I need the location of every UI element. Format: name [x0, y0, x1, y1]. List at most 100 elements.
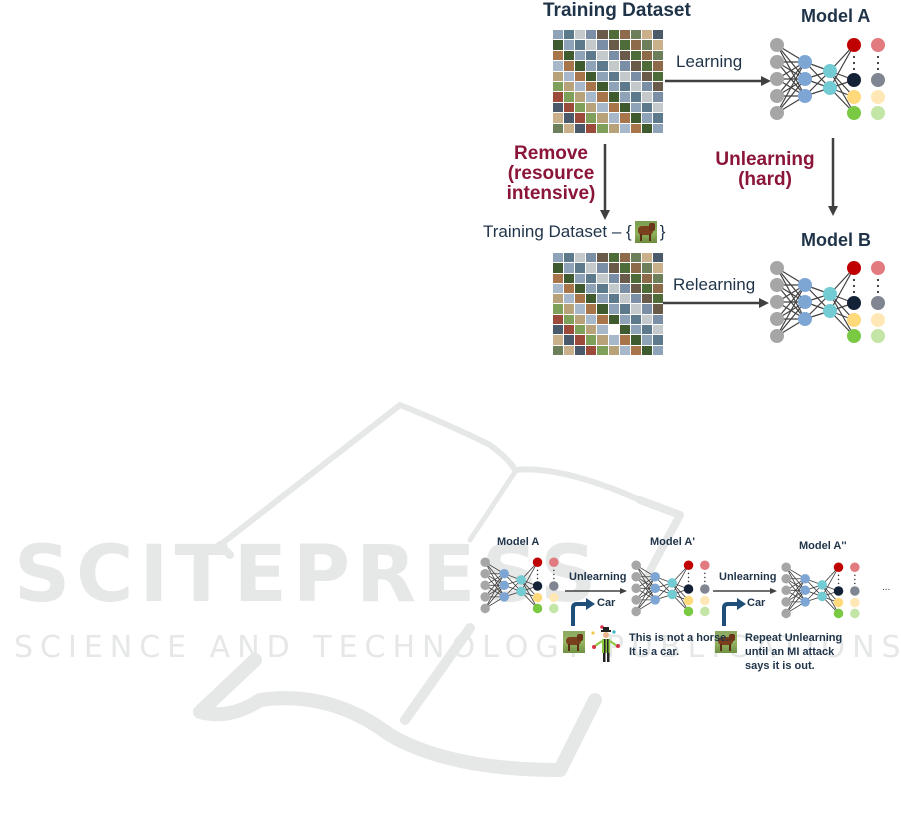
network-node: [700, 560, 710, 570]
network-edge: [484, 585, 505, 609]
ellipsis-dot: [876, 278, 880, 282]
remove-label-line: intensive): [506, 182, 596, 204]
dataset-thumbnail: [586, 335, 597, 345]
network-node: [770, 329, 784, 343]
dataset-thumbnail: [575, 253, 586, 263]
dataset-thumbnail: [553, 61, 564, 71]
reduced-dataset-title: Training Dataset – { }: [483, 221, 665, 243]
dataset-thumbnail: [630, 335, 641, 345]
dataset-thumbnail: [575, 40, 586, 50]
network-edge: [635, 576, 656, 601]
bottom-model-a-double-prime-title: Model A'': [799, 540, 847, 552]
network-edge: [776, 284, 806, 320]
dataset-thumbnail: [575, 113, 586, 123]
remove-label: Remove (resource intensive): [496, 144, 606, 204]
network-edge: [785, 578, 806, 603]
network-node: [871, 90, 885, 104]
network-node: [549, 581, 559, 591]
dataset-thumbnail: [597, 283, 608, 294]
dataset-thumbnail: [608, 294, 619, 304]
dataset-thumbnail: [608, 40, 619, 50]
network-node: [798, 312, 812, 326]
bottom-unlearning-label-2: Unlearning: [719, 571, 777, 583]
dataset-thumbnail: [608, 325, 619, 335]
dataset-thumbnail: [652, 263, 663, 273]
network-node: [823, 81, 837, 95]
dataset-thumbnail: [608, 123, 619, 133]
network-node: [700, 606, 710, 617]
bottom-unlearning-arrow-icon-1: [565, 588, 627, 594]
redirect-arrow-icon-1: [571, 598, 595, 626]
dataset-thumbnail: [630, 253, 641, 263]
dataset-thumbnail: [652, 50, 663, 61]
unlearning-hard-label: Unlearning (hard): [700, 150, 830, 190]
watermark-brand-text: SCITEPRESS: [14, 530, 603, 620]
network-edge: [785, 590, 806, 614]
network-node: [631, 572, 641, 582]
network-node: [800, 597, 810, 607]
dataset-thumbnail: [564, 50, 575, 61]
dataset-thumbnail: [553, 294, 564, 304]
dataset-thumbnail: [652, 92, 663, 102]
dataset-thumbnail: [630, 61, 641, 71]
dataset-thumbnail: [641, 113, 652, 123]
bottom-model-a-network: [480, 557, 559, 614]
repeat-caption-line: until an MI attack: [745, 646, 835, 658]
network-node: [847, 261, 861, 275]
dataset-thumbnail: [586, 61, 597, 71]
dataset-thumbnail: [575, 71, 586, 81]
dataset-thumbnail: [564, 325, 575, 335]
dataset-thumbnail: [597, 50, 608, 61]
network-node: [499, 580, 509, 591]
network-node: [871, 296, 885, 310]
dataset-thumbnail: [597, 273, 608, 283]
network-node: [770, 72, 784, 86]
car-label-1: Car: [597, 597, 616, 609]
dataset-thumbnail: [641, 40, 652, 50]
dataset-thumbnail: [652, 314, 663, 325]
ellipsis-dot: [837, 582, 840, 585]
network-node: [770, 261, 784, 275]
network-node: [532, 581, 543, 591]
dataset-thumbnail: [564, 335, 575, 345]
dataset-thumbnail: [619, 102, 630, 113]
network-edge: [829, 44, 855, 89]
network-node: [770, 55, 784, 69]
network-node: [650, 595, 660, 605]
ellipsis-dot: [704, 572, 706, 575]
ellipsis-dot: [536, 569, 539, 572]
dataset-thumbnail: [575, 273, 586, 283]
dataset-thumbnail: [564, 345, 575, 355]
network-node: [631, 606, 641, 617]
network-node: [847, 313, 861, 327]
network-node: [781, 585, 791, 596]
dataset-thumbnail: [641, 263, 652, 273]
dataset-thumbnail: [553, 102, 564, 113]
learning-label: Learning: [676, 52, 743, 71]
bottom-model-a-prime-network: [631, 560, 710, 617]
dataset-thumbnail: [630, 102, 641, 113]
ellipsis-text: ...: [882, 582, 891, 593]
dataset-thumbnail: [652, 123, 663, 133]
dataset-thumbnail: [619, 263, 630, 273]
reduced-dataset-suffix: }: [659, 222, 666, 241]
network-node: [683, 595, 694, 606]
ellipsis-dot: [852, 55, 856, 59]
dataset-thumbnail: [553, 71, 564, 81]
network-node: [549, 557, 559, 567]
dataset-thumbnail: [553, 263, 564, 273]
dataset-thumbnail: [553, 325, 564, 335]
dataset-thumbnail: [641, 325, 652, 335]
network-node: [683, 606, 694, 617]
dataset-thumbnail: [619, 50, 630, 61]
model-a-network: [770, 38, 885, 120]
network-node: [631, 560, 641, 570]
dataset-thumbnail: [553, 123, 564, 133]
dataset-thumbnail: [630, 92, 641, 102]
dataset-thumbnail: [553, 273, 564, 283]
network-node: [871, 329, 885, 343]
dataset-thumbnail: [619, 253, 630, 263]
dataset-thumbnail: [630, 294, 641, 304]
dataset-thumbnail: [564, 123, 575, 133]
